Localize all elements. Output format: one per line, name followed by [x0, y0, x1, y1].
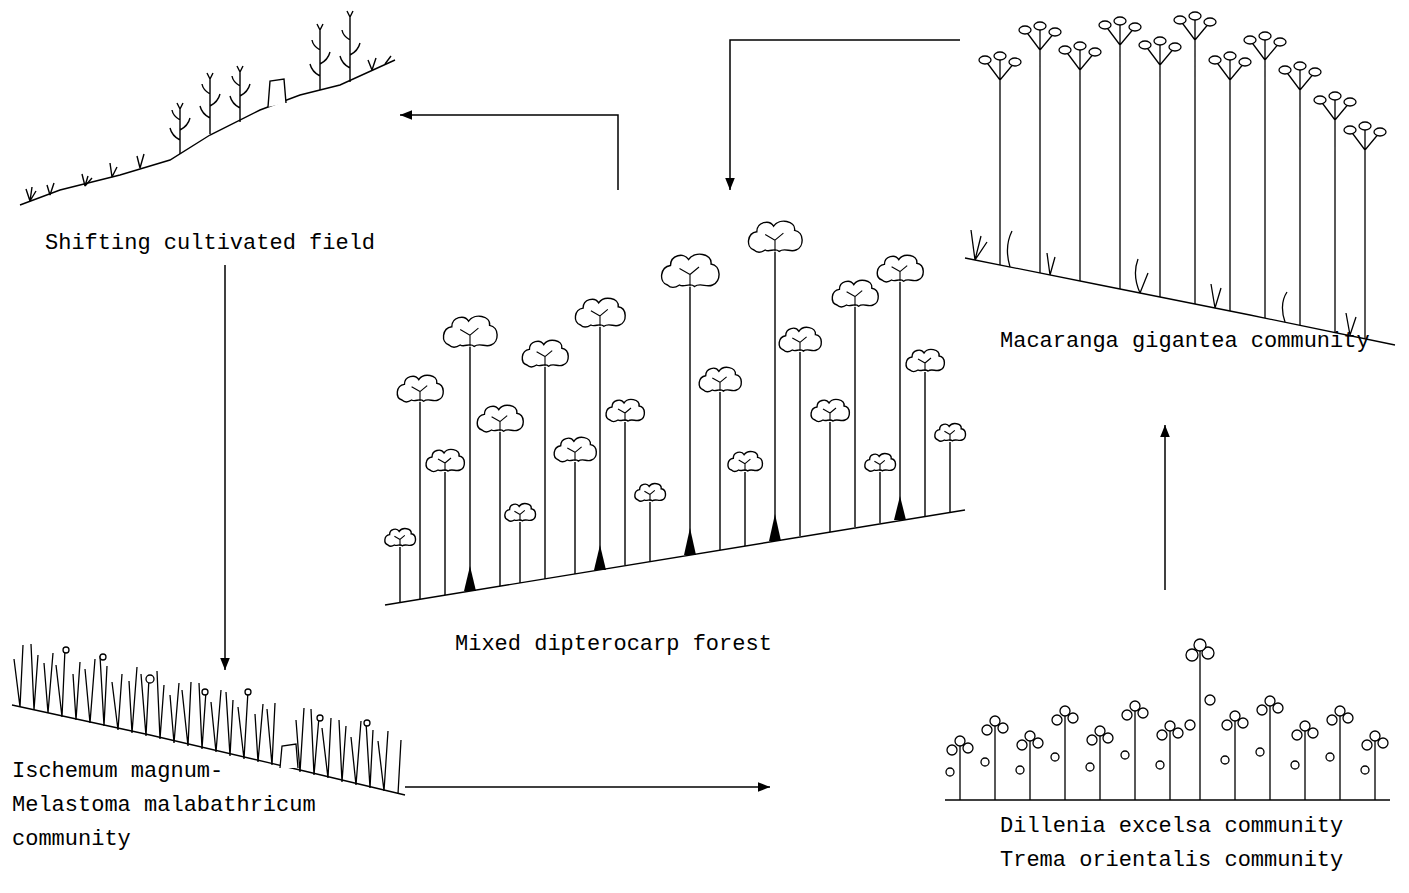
tree-stump [280, 744, 298, 768]
stage-caption: Macaranga gigantea community [1000, 325, 1370, 359]
stage-caption: Mixed dipterocarp forest [455, 628, 772, 662]
macaranga-illustration [965, 12, 1395, 345]
ground-line [945, 799, 1390, 800]
stage-caption: Ischemum magnum- Melastoma malabathricum… [12, 755, 342, 857]
shrub-illustration [945, 639, 1390, 800]
stage-caption: Shifting cultivated field [45, 227, 375, 261]
ground-line [20, 60, 395, 205]
ground-line [385, 510, 965, 605]
vegetation-stage: Ischemum magnum- Melastoma malabathricum… [5, 670, 405, 888]
melastoma-flowers [63, 647, 370, 726]
vegetation-stage: Shifting cultivated field [20, 5, 400, 265]
succession-arrow [224, 265, 226, 670]
succession-arrow [1164, 425, 1166, 590]
tree-stump [268, 79, 286, 107]
buttress-roots [464, 496, 906, 591]
stage-caption: Trema orientalis community [1000, 844, 1343, 878]
succession-arrow [400, 115, 618, 190]
succession-arrow [730, 40, 960, 190]
succession-arrow [405, 786, 770, 788]
field-illustration [20, 11, 395, 205]
vegetation-stage: Dillenia excelsa communityTrema oriental… [770, 590, 1400, 888]
forest-illustration [385, 221, 966, 605]
vegetation-stage: Macaranga gigantea community [960, 5, 1400, 425]
vegetation-stage: Mixed dipterocarp forest [385, 190, 955, 666]
stage-caption: Dillenia excelsa community [1000, 810, 1343, 844]
